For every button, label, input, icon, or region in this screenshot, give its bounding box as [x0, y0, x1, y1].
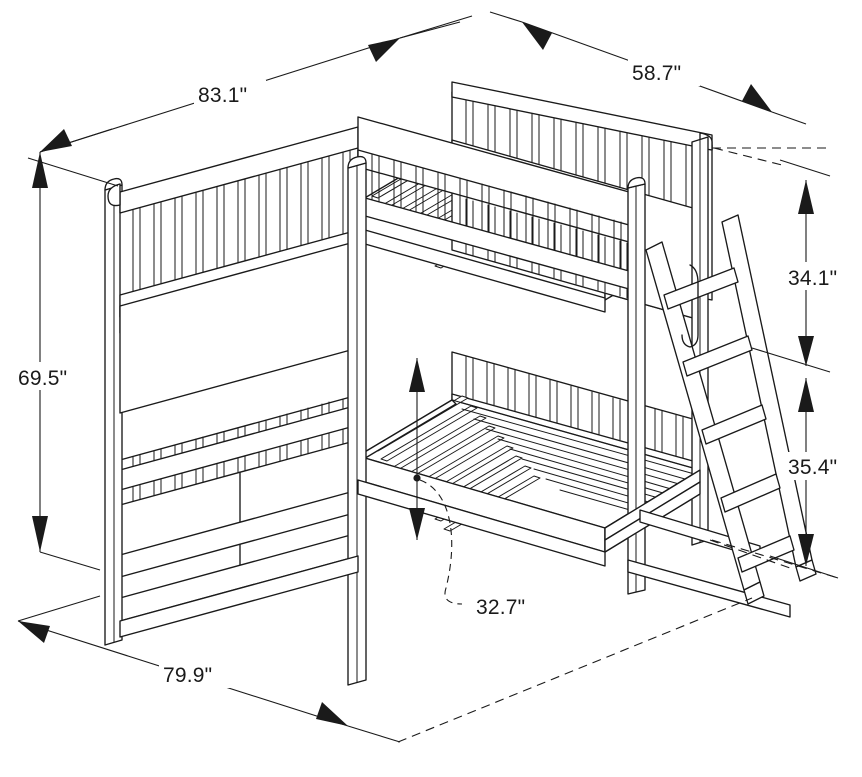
- ground-guide-right: [397, 597, 753, 743]
- dimension-label-34-1: 34.1": [788, 267, 837, 290]
- dimension-69-5: 69.5": [14, 152, 101, 571]
- dimension-label-83-1: 83.1": [198, 84, 247, 107]
- dimension-32-7: 32.7": [409, 358, 546, 620]
- arrowhead-bottom: [32, 516, 48, 552]
- dimension-label-79-9: 79.9": [163, 664, 212, 687]
- dimension-anchor-dot: [413, 474, 421, 482]
- dimension-label-35-4: 35.4": [788, 456, 837, 479]
- dimension-35-4: 35.4": [711, 378, 858, 579]
- arrowhead-right: [742, 84, 772, 112]
- arrowhead-bottom: [798, 336, 814, 366]
- dimension-label-32-7: 32.7": [476, 596, 525, 619]
- arrowhead-top: [798, 378, 814, 412]
- arrowhead-left: [522, 22, 552, 50]
- arrowhead-top: [409, 358, 425, 392]
- arrowhead-bottom: [798, 534, 814, 566]
- arrowhead-left: [18, 621, 50, 643]
- ground-guide-ladder: [709, 539, 791, 569]
- under-bed-structure: [119, 479, 606, 638]
- arrowhead-left: [40, 129, 72, 152]
- ground-guide-top-right: [713, 147, 787, 167]
- leader-curve: [419, 479, 463, 605]
- arrowhead-bottom: [409, 508, 425, 540]
- ground-guides: [397, 147, 791, 743]
- post-center-front: [347, 155, 367, 686]
- upper-bunk-near-guard: [107, 126, 359, 414]
- dimension-79-9: 79.9": [17, 595, 401, 743]
- dimension-label-58-7: 58.7": [632, 62, 681, 85]
- dimension-label-69-5: 69.5": [18, 367, 67, 390]
- dimension-83-1: 83.1": [27, 15, 473, 187]
- arrowhead-top: [32, 152, 48, 188]
- dimension-58-7: 58.7": [489, 11, 807, 125]
- arrowhead-right: [368, 38, 400, 62]
- dimension-34-1: 34.1": [712, 147, 858, 373]
- arrowhead-right: [316, 702, 348, 726]
- arrowhead-top: [798, 180, 814, 214]
